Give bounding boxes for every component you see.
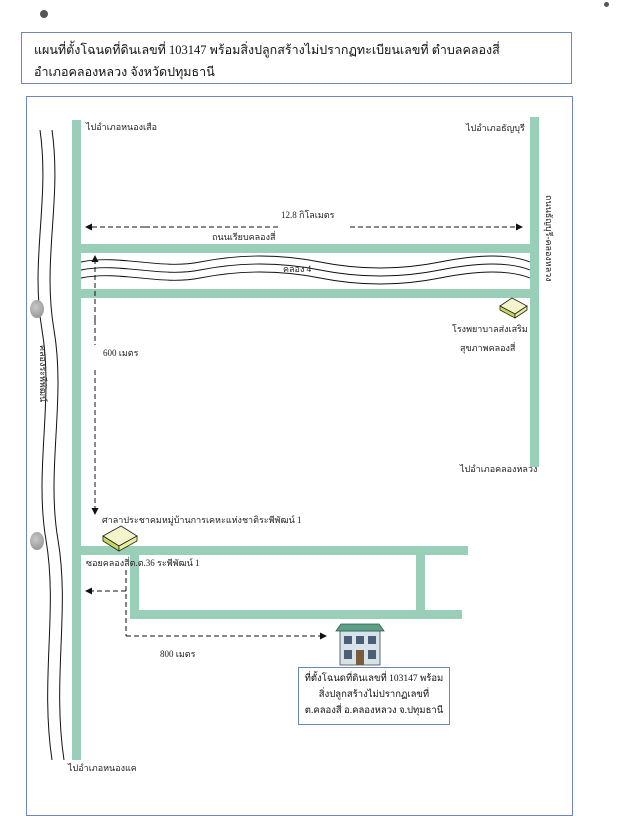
label-distance-800: 800 เมตร xyxy=(160,649,196,659)
road-soi-branch-right xyxy=(416,555,425,610)
punch-mark xyxy=(40,10,48,18)
label-to-klong-luang: ไปอำเภอคลองหลวง xyxy=(459,464,537,474)
road-west-vertical xyxy=(72,120,81,760)
location-info-box: ที่ตั้งโฉนดที่ดินเลขที่ 103147 พร้อม สิ่… xyxy=(298,667,450,725)
label-distance-600: 600 เมตร xyxy=(103,348,139,358)
canal-4-line-3 xyxy=(80,271,531,285)
hall-building-icon xyxy=(102,525,138,552)
road-soi-branch-left xyxy=(130,555,139,615)
canal-4-line-2 xyxy=(80,263,531,277)
road-soi-main xyxy=(72,546,468,555)
hospital-building-icon xyxy=(499,297,528,319)
info-line-3: ต.คลองสี่ อ.คลองหลวง จ.ปทุมธานี xyxy=(304,706,444,716)
label-hospital-line1: โรงพยาบาลส่งเสริม xyxy=(452,324,528,334)
punch-hole-lower xyxy=(30,532,44,550)
label-canal-4: คลอง 4 xyxy=(283,264,312,274)
label-canal-rapiphat: คลองระพีพัฒน์ xyxy=(38,345,49,402)
label-to-nong-suea: ไปอำเภอหนองเสือ xyxy=(85,122,157,132)
title-line-1: แผนที่ตั้งโฉนดที่ดินเลขที่ 103147 พร้อมส… xyxy=(34,43,500,57)
label-hospital-line2: สุขภาพคลองสี่ xyxy=(460,341,516,354)
label-to-thanyaburi: ไปอำเภอธัญบุรี xyxy=(465,123,525,134)
punch-mark xyxy=(604,2,609,7)
road-khlong-4-north xyxy=(72,244,539,253)
road-khlong-4-south xyxy=(72,289,539,298)
label-hall: ศาลาประชาคมหมู่บ้านการเคหะแห่งชาติระพีพั… xyxy=(102,514,302,526)
canal-rapiphat-bank-right xyxy=(49,129,65,761)
info-line-1: ที่ตั้งโฉนดที่ดินเลขที่ 103147 พร้อม xyxy=(304,674,444,684)
label-road-khlong-4: ถนนเรียบคลองสี่ xyxy=(212,230,276,242)
canal-4-line-1 xyxy=(80,255,531,269)
title-line-2: อำเภอคลองหลวง จังหวัดปทุมธานี xyxy=(34,65,215,79)
punch-hole-upper xyxy=(30,300,44,318)
label-to-nong-khae: ไปอำเภอหนองแค xyxy=(67,763,137,773)
label-road-thanyaburi-klongluang: ถนนธัญบุรี-คลองหลวง xyxy=(543,195,554,282)
label-soi: ซอยคลองสี่ต.ต.36 ระพีพัฒน์ 1 xyxy=(86,556,200,568)
label-distance-12-8: 12.8 กิโลเมตร xyxy=(281,210,335,220)
info-line-2: สิ่งปลูกสร้างไม่ปรากฏเลขที่ xyxy=(318,690,430,700)
house-icon xyxy=(335,623,385,666)
canal-rapiphat-bank-left xyxy=(37,129,53,761)
title-box: แผนที่ตั้งโฉนดที่ดินเลขที่ 103147 พร้อมส… xyxy=(21,32,572,84)
road-soi-lower xyxy=(130,610,462,619)
